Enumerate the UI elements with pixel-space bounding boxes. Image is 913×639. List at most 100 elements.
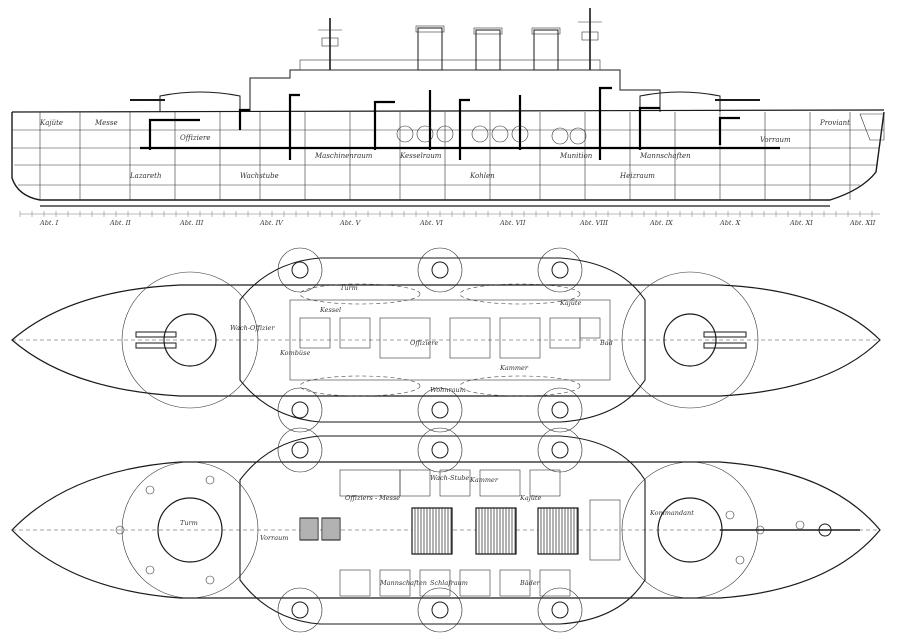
side-room-label: Munition: [559, 152, 593, 160]
compartment-label: Abt. XII: [849, 219, 876, 227]
side-funnel: [533, 29, 559, 71]
main-room: [439, 469, 471, 497]
side-funnel-cap: [415, 25, 445, 33]
side-funnel-cap: [473, 27, 503, 35]
side-pipe: [238, 108, 250, 130]
store-outline: [299, 517, 319, 541]
main-deck-label: Bäder: [519, 579, 541, 587]
bollard: [205, 575, 215, 585]
main-sponson: [277, 587, 323, 633]
side-funnels: [415, 25, 561, 71]
upper-deck-label: Bad: [599, 339, 613, 347]
side-stern-detail: [859, 113, 885, 141]
upper-room: [549, 317, 581, 349]
side-room-label: Mannschaften: [639, 152, 691, 160]
bollard: [145, 565, 155, 575]
main-rooms: [339, 469, 621, 597]
upper-room: [299, 317, 331, 349]
upper-boat-outline: [459, 283, 581, 305]
main-deck-label: Offiziers - Messe: [345, 494, 400, 502]
hatched-store: [321, 517, 341, 541]
main-sponson-gun: [291, 601, 309, 619]
upper-aft-turret: [663, 313, 717, 367]
upper-boat-outline: [299, 375, 421, 397]
main-deck-label: Kajüte: [519, 494, 542, 502]
upper-fore-gun: [135, 342, 177, 349]
upper-deck-label: Kessel: [319, 306, 341, 314]
main-sponson: [417, 427, 463, 473]
upper-room: [499, 317, 541, 359]
side-room-label: Proviant: [819, 119, 850, 127]
side-pipe: [373, 100, 395, 150]
side-frame-ticks: [19, 211, 873, 217]
side-hull-outline: [11, 111, 885, 201]
upper-room: [449, 317, 491, 359]
main-deck-label: Vorraum: [260, 534, 288, 542]
upper-sponson-gun: [551, 261, 569, 279]
upper-fore-turret-arc: [121, 271, 259, 409]
compartment-label: Abt. X: [719, 219, 741, 227]
upper-boat-outline: [459, 375, 581, 397]
side-room-label: Messe: [94, 119, 118, 127]
boiler: [396, 125, 414, 143]
main-sponson-gun: [551, 441, 569, 459]
main-deck-label: Turm: [180, 519, 198, 527]
upper-sponson: [417, 387, 463, 433]
boiler: [436, 125, 454, 143]
upper-sponson: [277, 247, 323, 293]
main-deck-label: Mannschaften: [379, 579, 427, 587]
upper-aft-gun: [703, 331, 747, 338]
side-room-label: Vorraum: [760, 136, 791, 144]
compartment-label: Abt. II: [109, 219, 131, 227]
side-main-mast-top: [581, 31, 599, 41]
main-room: [479, 469, 521, 497]
side-pipe: [458, 98, 470, 160]
boiler: [416, 125, 434, 143]
upper-deck-label: Kombüse: [279, 349, 310, 357]
main-sponson-gun: [291, 441, 309, 459]
side-fore-mast-top: [321, 37, 339, 47]
side-bulkheads: [39, 112, 851, 200]
main-deck-fittings: [115, 475, 860, 585]
main-sponson-gun: [551, 601, 569, 619]
side-room-label: Kesselraum: [399, 152, 442, 160]
main-citadel-outline: [239, 435, 646, 625]
main-deck-label: Kommandant: [649, 509, 694, 517]
side-pipe: [598, 86, 612, 160]
compartment-label: Abt. VII: [499, 219, 526, 227]
side-room-label: Heizraum: [619, 172, 655, 180]
upper-room: [379, 317, 431, 359]
boiler-casing: [475, 507, 517, 555]
upper-sponsons: [277, 247, 583, 433]
side-fore-turret: [159, 91, 241, 112]
upper-deck-labels: KesselWach-OffizierKombüseOffiziereKajüt…: [230, 284, 613, 394]
capstan: [818, 523, 832, 537]
compartment-label: Abt. IX: [649, 219, 673, 227]
boiler-casing: [411, 507, 453, 555]
main-room: [419, 569, 451, 597]
side-pipe-runs: [140, 86, 780, 160]
boiler-casing: [537, 507, 579, 555]
main-room: [459, 569, 491, 597]
main-sponson-gun: [431, 441, 449, 459]
side-room-label: Maschinenraum: [314, 152, 373, 160]
main-deck-label: Schlafraum: [430, 579, 468, 587]
side-room-label: Wachstube: [240, 172, 279, 180]
upper-fore-gun: [135, 331, 177, 338]
main-room: [589, 499, 621, 561]
main-room: [399, 469, 431, 497]
upper-room: [339, 317, 371, 349]
main-room: [379, 569, 411, 597]
side-room-label: Kohlen: [469, 172, 495, 180]
upper-room: [579, 317, 601, 339]
upper-sponson-gun: [291, 261, 309, 279]
side-room-label: Kajüte: [39, 119, 63, 127]
main-boiler-casings: [299, 507, 579, 555]
bollard: [115, 525, 125, 535]
upper-aft-gun: [703, 342, 747, 349]
